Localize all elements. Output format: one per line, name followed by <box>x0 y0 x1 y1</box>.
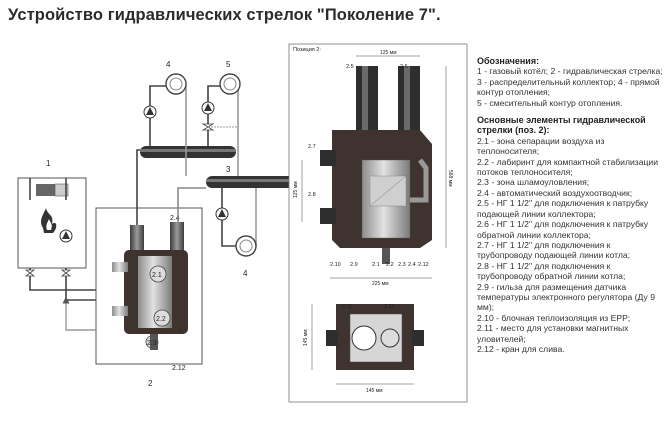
label-2-4: 2.4 <box>408 262 416 268</box>
label-circuit-4-top: 4 <box>166 60 171 69</box>
element-item: 2.1 - зона сепарации воздуха из теплонос… <box>477 135 605 157</box>
element-item: 2.8 - НГ 1 1/2" для подключения к трубоп… <box>477 260 626 282</box>
heating-schematic: 1 2 2.1 2.2 2.3 2.4 2.1 <box>17 60 306 388</box>
element-item: 2.11 - место для установки магнитных уло… <box>477 323 629 344</box>
mixing-circuit <box>201 73 241 176</box>
label-2-3: 2.3 <box>398 262 406 268</box>
element-item: 2.9 - гильза для размещения датчика темп… <box>477 281 656 313</box>
legend: Обозначения: 1 - газовый котёл; 2 - гидр… <box>477 56 667 354</box>
label-2-10: 2.10 <box>330 262 341 268</box>
label-2-5: 2.5 <box>346 64 354 70</box>
dim-plan-height: 145 мм <box>303 329 309 346</box>
dim-side-height: 125 мм <box>293 181 299 198</box>
direct-circuit-top <box>143 73 187 176</box>
element-item: 2.2 - лабиринт для компактной стабилизац… <box>477 156 658 178</box>
hydro-arrow-detail: Позиция 2: 125 мм 2.5 2.6 2.7 2.8 2.10 2… <box>288 43 468 403</box>
legend-item: 1 - газовый котёл; 2 - гидравлическая ст… <box>477 66 663 98</box>
dim-total-height: 568 мм <box>447 170 453 187</box>
label-2-3: 2.3 <box>147 340 157 347</box>
element-item: 2.4 - автоматический воздухоотводчик; <box>477 187 633 198</box>
label-2-2: 2.2 <box>386 262 394 268</box>
elements-heading: Основные элементы гидравлической стрелки… <box>477 115 646 136</box>
dim-plan-width: 145 мм <box>366 388 383 394</box>
boiler <box>17 177 87 269</box>
label-2-4: 2.4 <box>170 215 180 222</box>
element-item: 2.10 - блочная теплоизоляция из EPP; <box>477 312 631 323</box>
label-circuit-5: 5 <box>226 60 231 69</box>
label-2-7: 2.7 <box>308 144 316 150</box>
label-2-1: 2.1 <box>372 262 380 268</box>
label-boiler: 1 <box>46 159 51 168</box>
element-item: 2.7 - НГ 1 1/2" для подключения к трубоп… <box>477 239 631 261</box>
element-item: 2.5 - НГ 1 1/2" для подключения к патруб… <box>477 198 649 219</box>
label-circuit-4-bottom: 4 <box>243 269 248 278</box>
label-2-9: 2.9 <box>350 262 358 268</box>
label-2-8: 2.8 <box>308 192 316 198</box>
distribution-collector <box>140 146 306 188</box>
element-item: 2.6 - НГ 1 1/2" для подключения к патруб… <box>477 219 649 240</box>
position-label: Позиция 2: <box>293 47 321 53</box>
label-2-12: 2.12 <box>418 262 429 268</box>
label-2-11: 2.11 <box>342 304 352 310</box>
page-title: Устройство гидравлических стрелок "Покол… <box>8 6 441 24</box>
label-collector: 3 <box>226 165 231 174</box>
label-2-6: 2.6 <box>400 64 408 70</box>
hydro-arrow-illustration <box>112 222 188 350</box>
legend-heading: Обозначения: <box>477 56 540 66</box>
direct-circuit-bottom <box>215 188 257 257</box>
dim-bottom-width: 225 мм <box>372 281 389 287</box>
label-2-1: 2.1 <box>152 272 162 279</box>
legend-item: 5 - смесительный контур отопления. <box>477 97 623 108</box>
element-item: 2.3 - зона шламоуловления; <box>477 177 590 188</box>
dim-top-width: 125 мм <box>380 50 397 56</box>
element-item: 2.12 - кран для слива. <box>477 343 565 354</box>
label-hydro-arrow: 2 <box>148 379 153 388</box>
label-2-12-plan: 2.12 <box>384 304 395 310</box>
label-2-2: 2.2 <box>156 316 166 323</box>
label-2-12: 2.12 <box>172 365 186 372</box>
